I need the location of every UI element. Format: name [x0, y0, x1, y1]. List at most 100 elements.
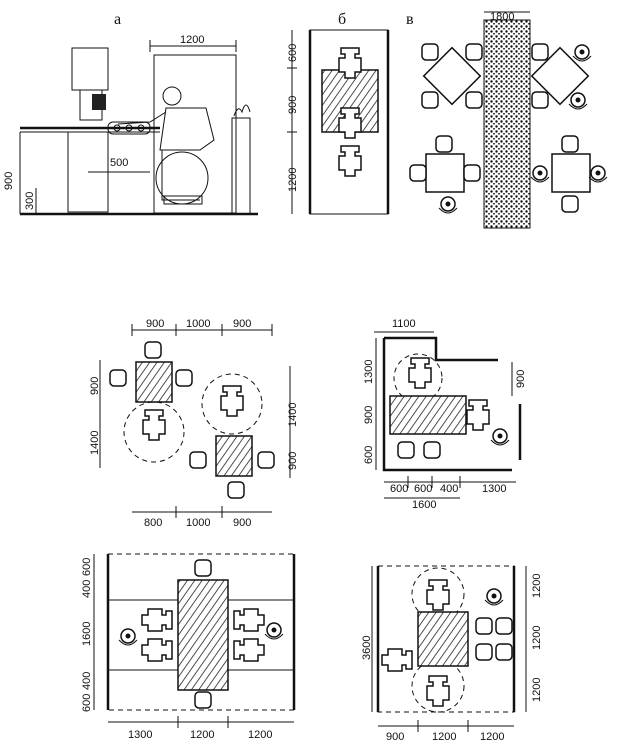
chair — [495, 617, 513, 635]
dim-p1-top-1: 900 — [146, 318, 164, 330]
user-torso — [159, 107, 215, 151]
dim-a-500: 500 — [110, 157, 128, 169]
dim-p2-left-2: 900 — [363, 406, 375, 424]
chair — [495, 643, 513, 661]
chair — [194, 691, 212, 709]
dim-p3-left-3: 1600 — [81, 622, 93, 646]
dim-p1-right-2: 900 — [287, 452, 299, 470]
chair-middle — [338, 107, 362, 139]
diamond-table-right — [530, 46, 590, 106]
dim-p3-bottom-3: 1200 — [248, 729, 272, 741]
dim-p1-bottom-2: 1000 — [186, 517, 210, 529]
corner-wall — [382, 338, 512, 472]
chair — [561, 135, 579, 153]
chair — [475, 617, 493, 635]
panel-v-plan: в 1800 — [406, 11, 608, 229]
chair — [141, 638, 173, 662]
chair — [463, 164, 481, 182]
person-icon — [588, 165, 608, 183]
person-icon — [118, 628, 138, 646]
chair — [531, 43, 549, 61]
turning-circle — [123, 401, 185, 463]
chair — [475, 643, 493, 661]
dim-p2-left-1: 1300 — [363, 360, 375, 384]
chair — [227, 481, 245, 499]
chair — [426, 675, 450, 707]
square-table-left — [425, 153, 465, 193]
dim-p2-left-3: 600 — [363, 446, 375, 464]
dim-p2-total: 1600 — [412, 499, 436, 511]
dim-p4-right-3: 1200 — [531, 678, 543, 702]
chair — [194, 559, 212, 577]
dim-v-1800: 1800 — [490, 11, 514, 23]
dim-p1-bottom-1: 800 — [144, 517, 162, 529]
square-table-right — [551, 153, 591, 193]
chair — [408, 357, 432, 389]
dim-p3-bottom-1: 1300 — [128, 729, 152, 741]
chair — [421, 43, 439, 61]
turning-circle — [201, 373, 263, 435]
chair — [144, 341, 162, 359]
chair — [435, 135, 453, 153]
dim-p3-left-4: 400 — [81, 672, 93, 690]
panel-a-label: а — [114, 11, 121, 28]
dim-p3-left-2: 400 — [81, 580, 93, 598]
dim-b-600: 600 — [287, 44, 299, 62]
dim-p4-bottom-1: 900 — [386, 731, 404, 743]
chair — [142, 409, 166, 441]
dim-p2-bottom-1: 600 — [390, 483, 408, 495]
dim-p1-top-2: 1000 — [186, 318, 210, 330]
person-icon — [568, 92, 588, 110]
chair-bottom — [338, 145, 362, 177]
panel-2-plan: 1100 1300 900 600 900 600 600 400 1300 1… — [363, 318, 527, 511]
person-icon — [530, 165, 550, 183]
side-cabinet — [231, 117, 251, 215]
dim-p2-top: 1100 — [392, 318, 416, 330]
dim-p4-left: 3600 — [361, 636, 373, 660]
cooktop — [107, 121, 151, 135]
dim-p2-bottom-2: 600 — [414, 483, 432, 495]
chair — [141, 608, 173, 632]
dim-p1-left-2: 1400 — [89, 431, 101, 455]
user-arm — [117, 111, 167, 125]
wall-cabinet — [71, 47, 109, 91]
dim-p3-bottom-2: 1200 — [190, 729, 214, 741]
panel-a-elevation: а 1200 500 900 300 — [3, 11, 258, 216]
dim-p4-bottom-3: 1200 — [480, 731, 504, 743]
dim-p4-right-2: 1200 — [531, 626, 543, 650]
person-icon — [572, 44, 592, 62]
chair — [109, 369, 127, 387]
chair — [175, 369, 193, 387]
person-icon — [438, 196, 458, 214]
dim-p4-bottom-2: 1200 — [432, 731, 456, 743]
chair — [409, 164, 427, 182]
panel-1-plan: 900 1000 900 900 1400 1400 900 800 1000 … — [89, 318, 299, 529]
panel-4-plan: 3600 1200 1200 1200 900 1200 1200 — [361, 565, 543, 743]
person-icon — [264, 622, 284, 640]
dim-p1-bottom-3: 900 — [233, 517, 251, 529]
chair — [397, 441, 415, 459]
panel-3-plan: 600 400 1600 400 600 1300 1200 1200 — [81, 553, 296, 741]
chair — [531, 91, 549, 109]
chair — [561, 195, 579, 213]
corner-table — [389, 395, 467, 435]
chair — [233, 638, 265, 662]
dim-p2-right: 900 — [515, 370, 527, 388]
table-left — [135, 361, 173, 403]
wheelchair-zone — [153, 54, 237, 214]
plant-icon — [233, 104, 251, 117]
table-right — [215, 435, 253, 477]
footrest — [163, 195, 203, 205]
dim-a-900: 900 — [3, 172, 15, 190]
dim-a-1200: 1200 — [180, 34, 204, 46]
dim-b-1200: 1200 — [287, 168, 299, 192]
dim-p1-right-1: 1400 — [287, 403, 299, 427]
chair — [466, 399, 490, 431]
dim-p1-left-1: 900 — [89, 377, 101, 395]
chair — [423, 441, 441, 459]
long-table — [177, 579, 229, 691]
panel-b-label: б — [338, 11, 346, 28]
chair — [257, 451, 275, 469]
person-icon — [484, 588, 504, 606]
